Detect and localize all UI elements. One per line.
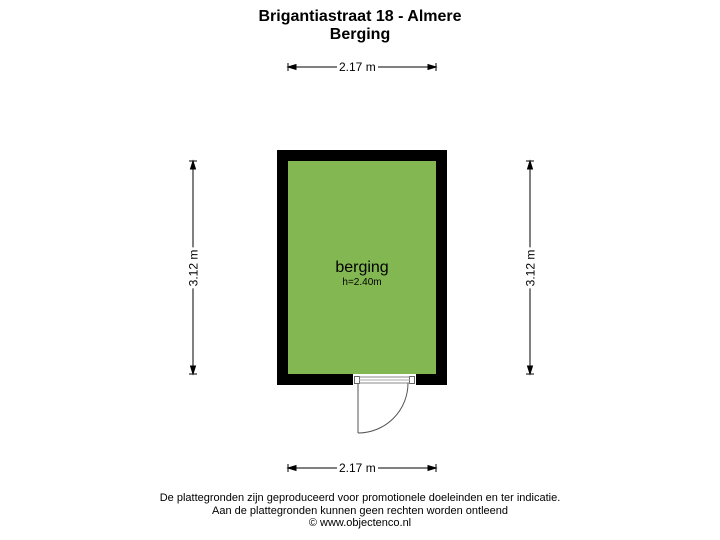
room-berging [277,150,447,385]
room-name: berging [335,259,389,276]
floorplan-title: Brigantiastraat 18 - Almere [258,8,462,25]
room-label: berging h=2.40m [312,259,412,289]
room-floor [288,161,436,374]
floorplan-subtitle: Berging [329,26,391,43]
right-height-label: 3.12 m [523,247,538,289]
disclaimer: De plattegronden zijn geproduceerd voor … [0,492,720,530]
room-height: h=2.40m [342,277,382,288]
top-width-label: 2.17 m [337,60,378,74]
disclaimer-line-1: De plattegronden zijn geproduceerd voor … [159,492,561,504]
door [354,376,415,434]
bottom-width-label: 2.17 m [337,461,378,475]
disclaimer-line-2: Aan de plattegronden kunnen geen rechten… [211,504,508,517]
left-height-label: 3.12 m [186,247,201,289]
copyright-line: © www.objectenco.nl [308,517,412,529]
